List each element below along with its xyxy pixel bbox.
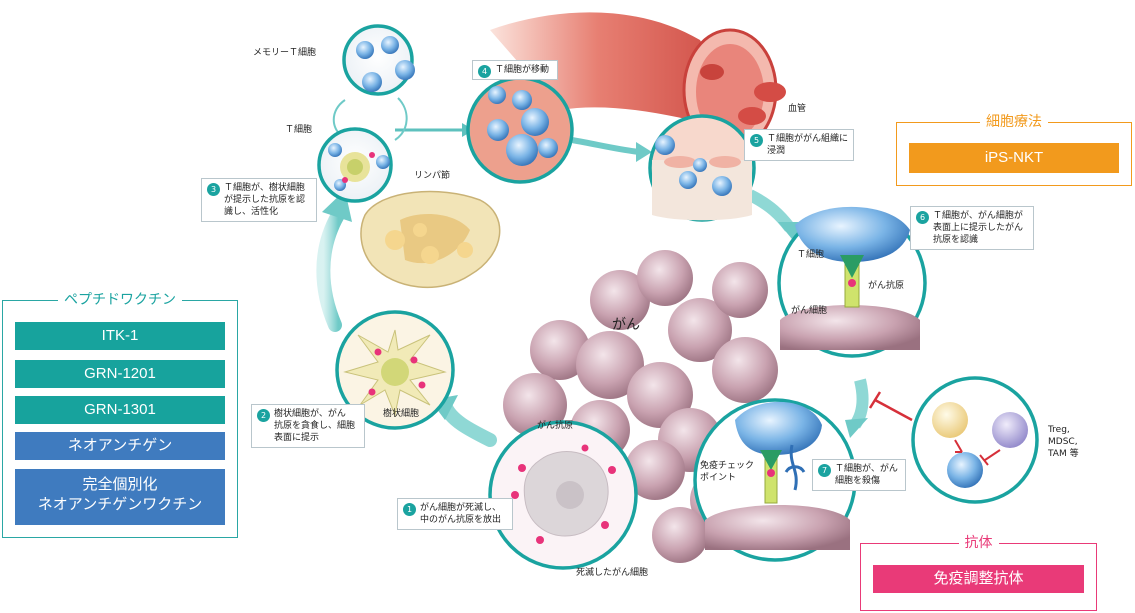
dendritic-cell-label: 樹状細胞 xyxy=(383,409,420,419)
antibody-title: 抗体 xyxy=(861,535,1096,551)
step-2-line: 抗原を貪食し、細胞 xyxy=(274,421,356,431)
step-5-line: 浸潤 xyxy=(767,146,786,156)
step-2-number: 2 xyxy=(257,409,270,422)
killing-zoom-circle xyxy=(693,398,857,562)
arrow-to-infiltrate xyxy=(571,137,641,155)
peptide-vaccine-title: ペプチドワクチン xyxy=(3,292,237,308)
lymph-node-label: リンパ節 xyxy=(414,171,451,181)
t-cell-activation-circle xyxy=(317,127,393,203)
vessel-label: 血管 xyxy=(788,104,807,114)
t-cell-label: Ｔ細胞 xyxy=(285,125,313,135)
dead-cancer-label: 死滅したがん細胞 xyxy=(576,568,649,578)
step-6-line: Ｔ細胞が、がん細胞が xyxy=(933,211,1023,221)
checkpoint-line-1: 免疫チェック xyxy=(700,461,755,471)
suppressor-line-3: TAM 等 xyxy=(1048,449,1079,459)
zoom-antigen-label: がん抗原 xyxy=(868,281,905,291)
suppressor-label: Treg, MDSC, TAM 等 xyxy=(1048,424,1079,460)
step-5-box: 5 Ｔ細胞ががん組織に 浸潤 xyxy=(744,129,854,161)
step-6-line: 表面上に提示したがん xyxy=(933,223,1024,233)
step-1-line: 中のがん抗原を放出 xyxy=(420,515,502,525)
dead-cancer-circle xyxy=(488,420,638,570)
step-5-number: 5 xyxy=(750,134,763,147)
peptide-vaccine-legend: ペプチドワクチン ITK-1 GRN-1201 GRN-1301 ネオアンチゲン… xyxy=(2,292,238,538)
infiltration-circle xyxy=(648,114,756,222)
step-1-line: がん細胞が死滅し、 xyxy=(420,503,502,513)
memory-t-cells-circle xyxy=(342,24,415,96)
peptide-item-grn1301: GRN-1301 xyxy=(15,396,225,424)
peptide-item-personalized: 完全個別化 ネオアンチゲンワクチン xyxy=(15,469,225,525)
cell-therapy-legend: 細胞療法 iPS-NKT xyxy=(896,114,1132,186)
step-3-box: 3 Ｔ細胞が、樹状細胞 が提示した抗原を認 識し、活性化 xyxy=(201,178,317,222)
step-4-line: Ｔ細胞が移動 xyxy=(495,65,550,75)
step-3-line: が提示した抗原を認 xyxy=(224,195,306,205)
personalized-line-1: 完全個別化 xyxy=(82,476,158,493)
cancer-antigen-label: がん抗原 xyxy=(537,421,574,431)
step-5-line: Ｔ細胞ががん組織に xyxy=(767,134,849,144)
suppressor-line-2: MDSC, xyxy=(1048,437,1078,447)
step-1-number: 1 xyxy=(403,503,416,516)
peptide-item-neoantigen: ネオアンチゲン xyxy=(15,432,225,460)
lymph-node xyxy=(360,190,501,288)
peptide-item-grn1201: GRN-1201 xyxy=(15,360,225,388)
step-3-line: Ｔ細胞が、樹状細胞 xyxy=(224,183,305,193)
tumor-mass xyxy=(503,250,778,563)
step-2-line: 表面に提示 xyxy=(274,433,320,443)
step-3-line: 識し、活性化 xyxy=(224,207,279,217)
step-7-number: 7 xyxy=(818,464,831,477)
checkpoint-line-2: ポイント xyxy=(700,473,737,483)
step-7-box: 7 Ｔ細胞が、がん 細胞を殺傷 xyxy=(812,459,906,491)
cell-therapy-item-ips-nkt: iPS-NKT xyxy=(909,143,1119,173)
arrow-head-infiltrate xyxy=(636,142,652,162)
recognition-zoom-circle xyxy=(777,206,927,358)
t-cell-moving-circle xyxy=(466,76,574,184)
cancer-label: がん xyxy=(612,317,640,333)
arrow-to-kill xyxy=(849,378,869,429)
inhibition-bar xyxy=(868,391,882,409)
peptide-item-itk1: ITK-1 xyxy=(15,322,225,350)
cell-therapy-title: 細胞療法 xyxy=(897,114,1131,130)
step-4-number: 4 xyxy=(478,65,491,78)
suppressor-cells-circle xyxy=(911,376,1039,504)
zoom-cancer-cell-label: がん細胞 xyxy=(791,306,828,316)
memory-t-label: メモリーＴ細胞 xyxy=(253,48,317,58)
step-3-number: 3 xyxy=(207,183,220,196)
zoom-t-cell-label: Ｔ細胞 xyxy=(797,250,825,260)
inhibition-line xyxy=(874,398,913,422)
checkpoint-label: 免疫チェック ポイント xyxy=(700,460,754,484)
personalized-line-2: ネオアンチゲンワクチン xyxy=(37,496,203,513)
dendritic-cell-circle xyxy=(335,310,455,430)
step-2-line: 樹状細胞が、がん xyxy=(274,409,346,419)
step-6-box: 6 Ｔ細胞が、がん細胞が 表面上に提示したがん 抗原を認識 xyxy=(910,206,1034,250)
step-7-line: 細胞を殺傷 xyxy=(835,476,881,486)
step-7-line: Ｔ細胞が、がん xyxy=(835,464,898,474)
arrow-head-kill xyxy=(845,418,868,438)
step-4-box: 4 Ｔ細胞が移動 xyxy=(472,60,558,80)
step-2-box: 2 樹状細胞が、がん 抗原を貪食し、細胞 表面に提示 xyxy=(251,404,365,448)
step-6-number: 6 xyxy=(916,211,929,224)
suppressor-line-1: Treg, xyxy=(1048,425,1070,435)
step-6-line: 抗原を認識 xyxy=(933,235,979,245)
antibody-item-immunomodulatory: 免疫調整抗体 xyxy=(873,565,1084,593)
step-1-box: 1 がん細胞が死滅し、 中のがん抗原を放出 xyxy=(397,498,513,530)
antibody-legend: 抗体 免疫調整抗体 xyxy=(860,535,1097,611)
